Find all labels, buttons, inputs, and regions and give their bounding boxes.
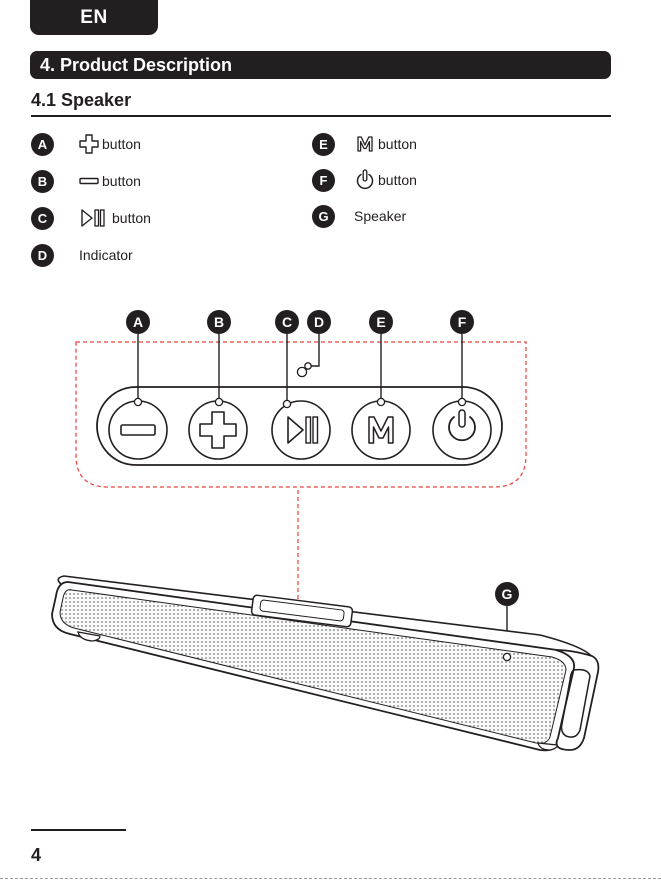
crop-line: [0, 878, 661, 879]
callout-f: F: [450, 310, 474, 334]
panel-power-button: [433, 401, 491, 459]
callout-e: E: [369, 310, 393, 334]
soundbar: [52, 576, 598, 750]
panel-play-pause-button: [272, 401, 330, 459]
panel-minus-button: [109, 401, 167, 459]
callout-g: G: [495, 582, 519, 606]
footer-rule: [31, 829, 126, 831]
callout-d: D: [307, 310, 331, 334]
callout-a: A: [126, 310, 150, 334]
panel-mode-button: [352, 401, 410, 459]
callout-c: C: [275, 310, 299, 334]
callout-b: B: [207, 310, 231, 334]
page-number: 4: [31, 845, 41, 866]
panel-plus-button: [189, 401, 247, 459]
